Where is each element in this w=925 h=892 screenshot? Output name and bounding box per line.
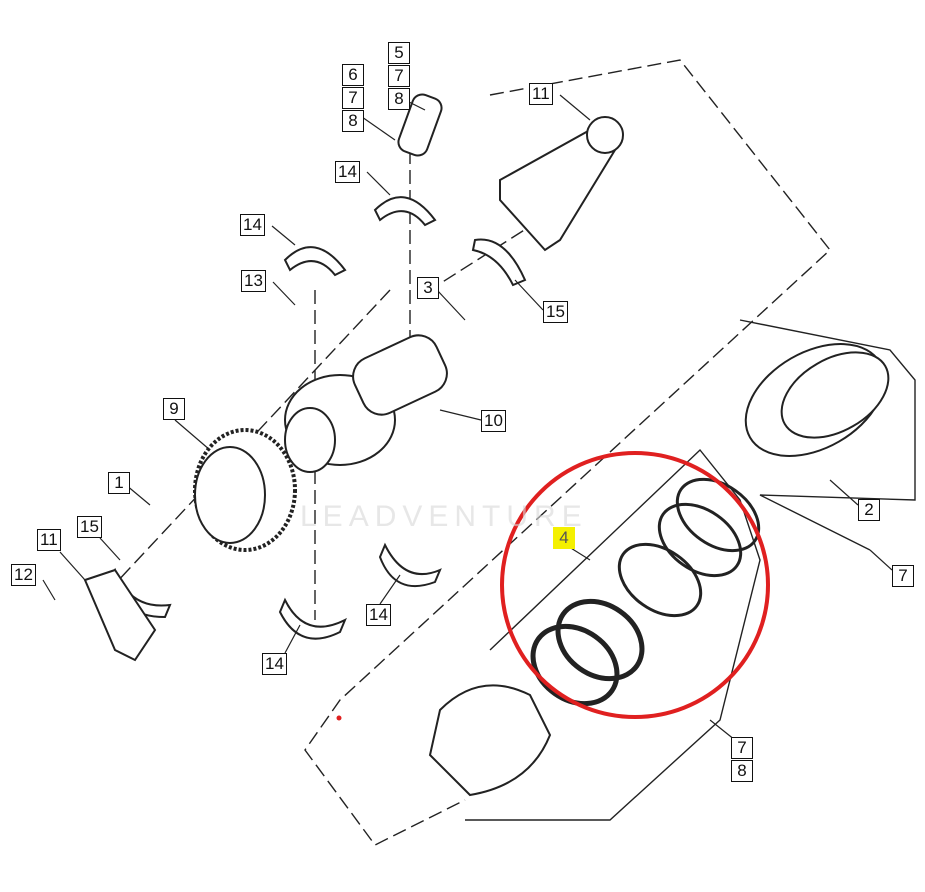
callout-12-conrod-bolt[interactable]: 12 (11, 564, 36, 586)
callout-7-piston-group[interactable]: 7 (892, 565, 914, 587)
callout-14-bearing[interactable]: 14 (240, 214, 265, 236)
callout-group-circlip: 6 7 8 (342, 64, 364, 133)
callout-11-conrod[interactable]: 11 (529, 83, 553, 105)
callout-2-piston[interactable]: 2 (858, 499, 880, 521)
callout-group-rings: 7 8 (731, 737, 753, 783)
callout-13-thrust-washer[interactable]: 13 (241, 270, 266, 292)
callout-10-crankshaft[interactable]: 10 (481, 410, 506, 432)
bearing-shell (283, 246, 347, 277)
piston-group-bracket (739, 319, 916, 551)
callout-6[interactable]: 6 (342, 64, 364, 86)
callout-4-rings-highlighted[interactable]: 4 (553, 527, 575, 549)
callout-7[interactable]: 7 (731, 737, 753, 759)
callout-14-bearing[interactable]: 14 (262, 653, 287, 675)
callout-7[interactable]: 7 (388, 65, 410, 87)
piston-rings (530, 477, 761, 707)
watermark: LEADVENTURE (300, 500, 588, 533)
marker-dot (336, 715, 342, 721)
callout-15-conrod-bearing[interactable]: 15 (77, 516, 102, 538)
callout-group-piston-pin: 5 7 8 (388, 42, 410, 111)
ring-group-bracket (465, 448, 761, 821)
callout-11-conrod[interactable]: 11 (37, 529, 61, 551)
callout-8[interactable]: 8 (342, 110, 364, 132)
callout-14-bearing[interactable]: 14 (335, 161, 360, 183)
callout-1-bolt[interactable]: 1 (108, 472, 130, 494)
callout-8[interactable]: 8 (388, 88, 410, 110)
conrod-cap (83, 568, 157, 662)
callout-7[interactable]: 7 (342, 87, 364, 109)
callout-8[interactable]: 8 (731, 760, 753, 782)
crankshaft-journal (352, 334, 448, 416)
callout-5[interactable]: 5 (388, 42, 410, 64)
dashed-group-outline (304, 59, 831, 846)
callout-3-key[interactable]: 3 (417, 277, 439, 299)
callout-15-conrod-bearing[interactable]: 15 (543, 301, 568, 323)
highlight-circle (500, 451, 770, 719)
callout-9-gear[interactable]: 9 (163, 398, 185, 420)
piston-pin (397, 93, 443, 157)
piston-crown (428, 684, 552, 797)
callout-14-bearing[interactable]: 14 (366, 604, 391, 626)
